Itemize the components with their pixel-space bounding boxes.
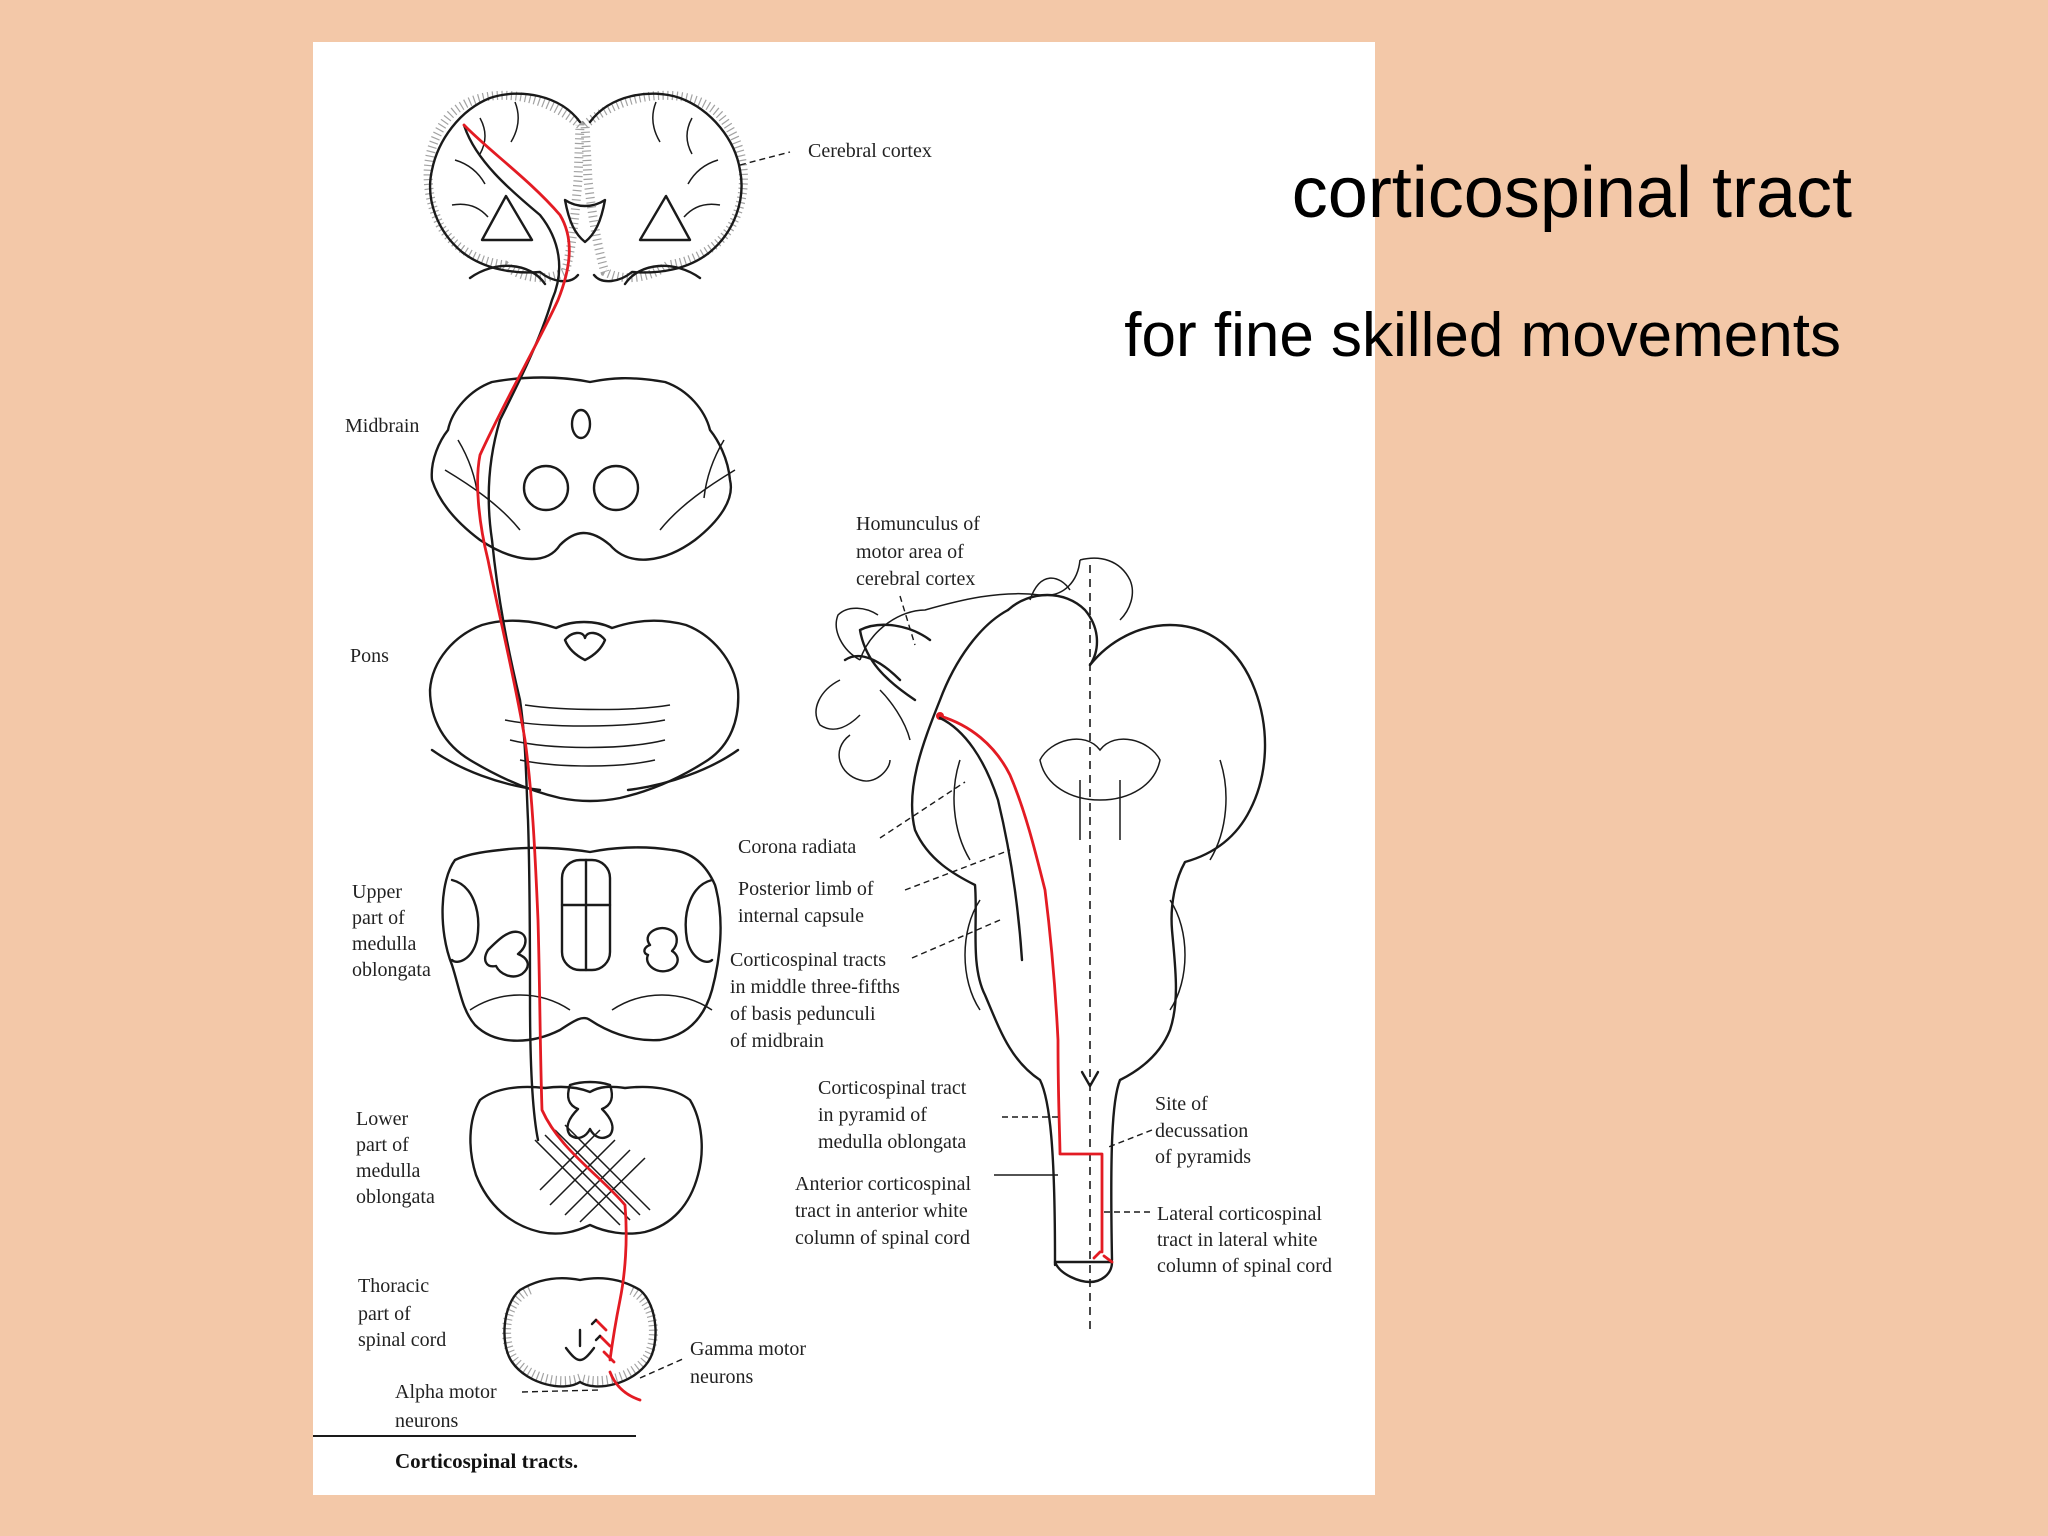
label-gamma-motor: Gamma motor neurons <box>639 1338 806 1388</box>
svg-text:cerebral cortex: cerebral cortex <box>856 568 975 590</box>
label-corticospinal-midbrain: Corticospinal tracts in middle three-fif… <box>730 919 1001 1052</box>
cerebrum-section <box>423 90 748 286</box>
label-pons: Pons <box>350 645 389 667</box>
svg-text:Anterior corticospinal: Anterior corticospinal <box>795 1173 971 1195</box>
svg-text:of midbrain: of midbrain <box>730 1030 824 1052</box>
svg-text:medulla: medulla <box>352 933 417 955</box>
svg-text:Corticospinal tract: Corticospinal tract <box>818 1077 967 1099</box>
svg-text:in middle three-fifths: in middle three-fifths <box>730 976 900 998</box>
svg-text:in pyramid of: in pyramid of <box>818 1104 927 1126</box>
label-alpha-motor: Alpha motor neurons <box>395 1381 601 1432</box>
svg-text:medulla oblongata: medulla oblongata <box>818 1131 966 1153</box>
svg-text:Corticospinal tracts: Corticospinal tracts <box>730 949 886 971</box>
midbrain-section <box>430 376 736 561</box>
svg-text:spinal cord: spinal cord <box>358 1329 446 1351</box>
svg-text:medulla: medulla <box>356 1160 421 1182</box>
svg-text:column of spinal cord: column of spinal cord <box>795 1227 970 1249</box>
slide-title: corticospinal tract <box>1291 153 1852 233</box>
svg-text:Upper: Upper <box>352 881 402 903</box>
svg-text:of pyramids: of pyramids <box>1155 1146 1251 1168</box>
label-anterior-tract: Anterior corticospinal tract in anterior… <box>795 1173 1058 1249</box>
svg-text:oblongata: oblongata <box>352 959 431 981</box>
label-midbrain: Midbrain <box>345 415 419 437</box>
upper-medulla-section <box>441 846 722 1042</box>
svg-text:Homunculus of: Homunculus of <box>856 513 980 535</box>
svg-text:part of: part of <box>356 1134 409 1156</box>
label-corona-radiata: Corona radiata <box>738 836 856 858</box>
brainstem-longitudinal <box>843 577 1267 1284</box>
label-decussation: Site of decussation of pyramids <box>1105 1093 1251 1168</box>
label-lateral-tract: Lateral corticospinal tract in lateral w… <box>1104 1203 1332 1277</box>
label-lower-medulla: Lower part of medulla oblongata <box>356 1108 435 1208</box>
svg-text:decussation: decussation <box>1155 1120 1248 1142</box>
label-posterior-limb: Posterior limb of internal capsule <box>738 849 1011 927</box>
svg-text:tract in anterior white: tract in anterior white <box>795 1200 968 1222</box>
svg-text:Lower: Lower <box>356 1108 409 1130</box>
svg-text:Thoracic: Thoracic <box>358 1275 429 1297</box>
figure-caption: Corticospinal tracts. <box>395 1449 578 1473</box>
pons-section <box>428 619 740 803</box>
label-upper-medulla: Upper part of medulla oblongata <box>352 881 431 981</box>
svg-text:part of: part of <box>352 907 405 929</box>
svg-text:Site of: Site of <box>1155 1093 1208 1115</box>
svg-text:Lateral corticospinal: Lateral corticospinal <box>1157 1203 1322 1225</box>
svg-text:part of: part of <box>358 1303 411 1325</box>
svg-text:Gamma motor: Gamma motor <box>690 1338 806 1360</box>
svg-text:neurons: neurons <box>690 1366 754 1388</box>
svg-text:neurons: neurons <box>395 1410 459 1432</box>
svg-text:tract in lateral white: tract in lateral white <box>1157 1229 1318 1251</box>
svg-text:motor area of: motor area of <box>856 541 964 563</box>
label-pyramid: Corticospinal tract in pyramid of medull… <box>818 1077 1058 1153</box>
svg-text:Alpha motor: Alpha motor <box>395 1381 497 1403</box>
label-cerebral-cortex: Cerebral cortex <box>808 140 932 162</box>
homunculus-figure <box>815 557 1134 782</box>
svg-text:column of spinal cord: column of spinal cord <box>1157 1255 1332 1277</box>
svg-text:Posterior limb of: Posterior limb of <box>738 878 874 900</box>
svg-text:internal capsule: internal capsule <box>738 905 864 927</box>
label-thoracic-cord: Thoracic part of spinal cord <box>358 1275 446 1351</box>
thoracic-cord-section <box>502 1276 658 1388</box>
slide-subtitle: for fine skilled movements <box>1124 301 1841 370</box>
svg-text:of basis pedunculi: of basis pedunculi <box>730 1003 876 1025</box>
lower-medulla-section <box>469 1080 703 1235</box>
svg-text:oblongata: oblongata <box>356 1186 435 1208</box>
label-homunculus: Homunculus of motor area of cerebral cor… <box>856 513 980 646</box>
